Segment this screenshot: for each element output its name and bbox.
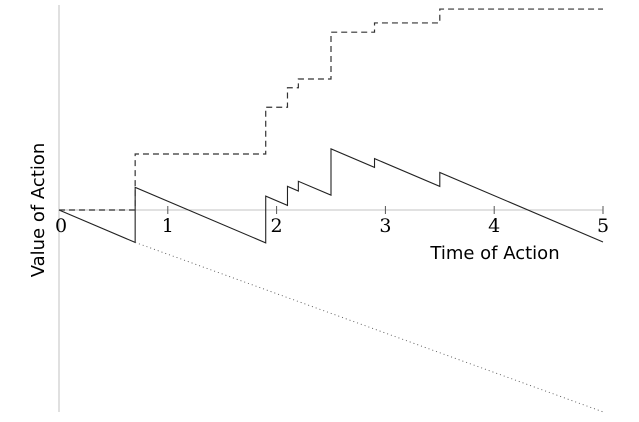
- series-cumulative-line: [59, 8, 603, 211]
- x-tick-label: 4: [488, 215, 500, 237]
- x-tick-label: 5: [597, 215, 609, 237]
- x-tick-label: 1: [162, 215, 174, 237]
- x-axis-title: Time of Action: [429, 243, 559, 264]
- x-ticks: 0 1 2 3 4 5: [55, 206, 609, 237]
- series-no-action-line: [135, 241, 604, 413]
- series-value-line: [58, 148, 604, 244]
- x-tick-label: 0: [55, 215, 67, 237]
- x-tick-label: 3: [379, 215, 391, 237]
- x-tick-label: 2: [271, 215, 283, 237]
- y-axis-title: Value of Action: [28, 143, 49, 278]
- series-group: [58, 8, 604, 413]
